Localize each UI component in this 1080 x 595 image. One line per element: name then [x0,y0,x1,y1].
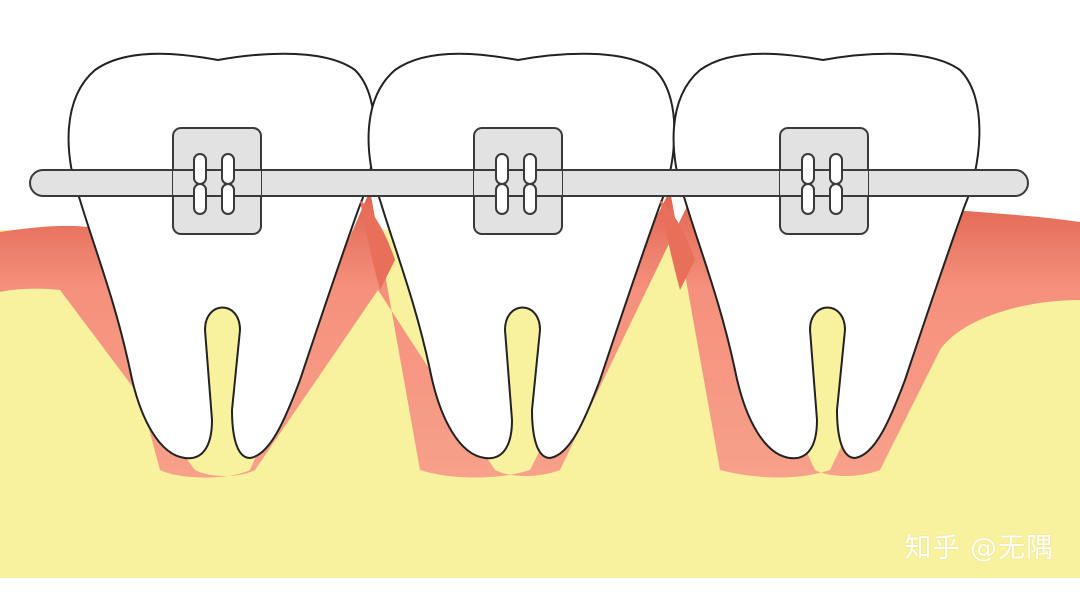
bracket-right [779,127,869,235]
tooth-right [672,52,981,460]
gum-papilla-1 [360,200,395,290]
bracket-left [172,127,262,235]
watermark-text: 知乎 @无隅 [904,533,1054,564]
gum-papilla-2 [660,200,695,290]
tooth-middle [367,52,676,460]
bracket-middle [473,127,563,235]
gum-tissue [0,190,1080,478]
bottom-white-strip [0,578,1080,595]
tooth-left [67,52,376,460]
